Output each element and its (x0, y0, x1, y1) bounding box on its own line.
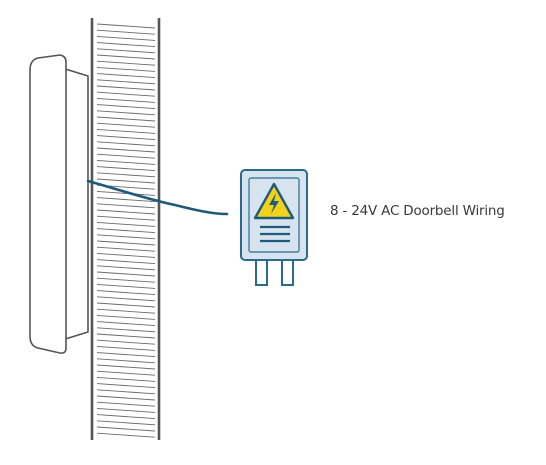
wall-hatch-line (96, 395, 156, 401)
wall-hatch-line (96, 271, 156, 277)
wall-hatch-line (96, 197, 156, 203)
wall-hatch-line (96, 383, 156, 389)
wall-hatch-line (96, 97, 156, 103)
wall-hatch-line (96, 265, 156, 271)
wall-hatch-line (96, 79, 156, 85)
wall-hatch-line (96, 432, 156, 438)
transformer-leg-right (281, 258, 294, 286)
wall-hatch-line (96, 215, 156, 221)
wall-hatch-line (96, 147, 156, 153)
wall-hatch-line (96, 128, 156, 134)
wall-hatch-line (96, 407, 156, 413)
wall-hatch-line (96, 358, 156, 364)
doorbell-device (29, 54, 89, 354)
wall-hatch-line (96, 246, 156, 252)
lightning-bolt (269, 193, 279, 214)
wall-hatch-line (96, 221, 156, 227)
wall-hatch-line (96, 308, 156, 314)
wall-hatching (96, 23, 156, 438)
wall-hatch-line (96, 389, 156, 395)
doorbell-wire (86, 179, 229, 216)
doorbell-front-body (29, 54, 67, 354)
wall-hatch-line (96, 54, 156, 60)
wall-hatch-line (96, 42, 156, 48)
wall-hatch-line (96, 203, 156, 209)
wall-hatch-line (96, 85, 156, 91)
wall-hatch-line (96, 135, 156, 141)
transformer-leg-left (255, 258, 268, 286)
wall-hatch-line (96, 259, 156, 265)
wall-hatch-line (96, 228, 156, 234)
high-voltage-icon (253, 182, 295, 220)
wall-hatch-line (96, 141, 156, 147)
wall-hatch-line (96, 23, 156, 29)
wall-hatch-line (96, 73, 156, 79)
wall-hatch-line (96, 178, 156, 184)
wall-hatch-line (96, 116, 156, 122)
wall-hatch-line (96, 35, 156, 41)
wall-hatch-line (96, 104, 156, 110)
wall-hatch-line (96, 122, 156, 128)
wall-hatch-line (96, 352, 156, 358)
wall-hatch-line (96, 302, 156, 308)
wall-hatch-line (96, 414, 156, 420)
transformer-icon (240, 169, 308, 286)
wall-hatch-line (96, 314, 156, 320)
wall-hatch-line (96, 321, 156, 327)
wall-hatch-line (96, 66, 156, 72)
wall-hatch-line (96, 283, 156, 289)
wall-hatch-line (96, 172, 156, 178)
wall-hatch-line (96, 401, 156, 407)
wall-hatch-line (96, 339, 156, 345)
wall-hatch-line (96, 48, 156, 54)
wall-hatch-line (96, 91, 156, 97)
wall-hatch-line (96, 166, 156, 172)
wall-hatch-line (96, 296, 156, 302)
wall-hatch-line (96, 159, 156, 165)
wall-hatch-line (96, 110, 156, 116)
wall-hatch-line (96, 364, 156, 370)
wall-hatch-line (96, 209, 156, 215)
wiring-label: 8 - 24V AC Doorbell Wiring (330, 203, 505, 219)
wall-hatch-line (96, 327, 156, 333)
wall-hatch-line (96, 29, 156, 35)
wall-hatch-line (96, 370, 156, 376)
wall-hatch-line (96, 153, 156, 159)
wall-hatch-line (96, 345, 156, 351)
wall-section (90, 18, 161, 440)
wall-hatch-line (96, 252, 156, 258)
wall-hatch-line (96, 376, 156, 382)
wall-hatch-line (96, 420, 156, 426)
wall-hatch-line (96, 426, 156, 432)
wall-hatch-line (96, 277, 156, 283)
wall-hatch-line (96, 290, 156, 296)
wall-hatch-line (96, 333, 156, 339)
wall-hatch-line (96, 240, 156, 246)
wall-hatch-line (96, 234, 156, 240)
wall-hatch-line (96, 60, 156, 66)
transformer-inner-panel (248, 177, 300, 253)
